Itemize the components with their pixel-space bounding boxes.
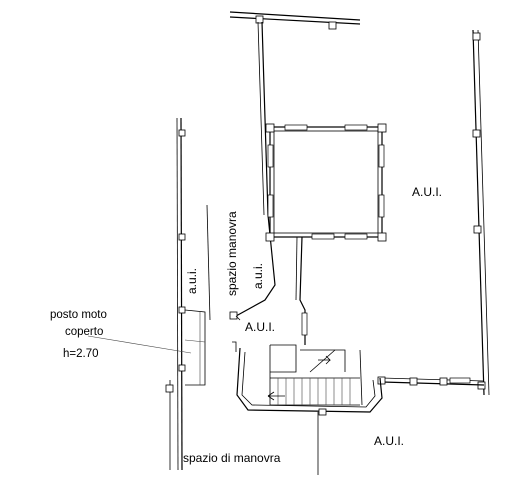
label-aui-center: A.U.I. <box>245 320 275 334</box>
label-posto-moto: posto moto <box>50 309 107 321</box>
covered-moto-parking <box>87 309 206 386</box>
label-spazio-manovra-vertical: spazio manovra <box>225 211 239 296</box>
inner-partition-wall <box>206 204 211 321</box>
label-aui-bottom-right: A.U.I. <box>374 434 404 448</box>
label-aui-left-lower: a.u.i. <box>185 268 199 294</box>
upper-corridor-walls <box>235 21 276 317</box>
label-aui-left-upper: a.u.i. <box>251 263 265 289</box>
top-boundary-wall <box>229 11 361 30</box>
right-boundary-wall <box>472 29 490 396</box>
label-coperto: coperto <box>65 326 103 338</box>
square-room <box>265 123 387 242</box>
left-boundary-wall <box>165 117 186 471</box>
label-aui-top-right: A.U.I. <box>412 185 442 199</box>
label-spazio-di-manovra: spazio di manovra <box>183 451 281 465</box>
central-wall <box>295 236 308 345</box>
label-height: h=2.70 <box>63 348 99 360</box>
corridor-end-detail <box>229 311 241 321</box>
bottom-right-wall <box>377 376 485 386</box>
staircase <box>232 341 383 416</box>
